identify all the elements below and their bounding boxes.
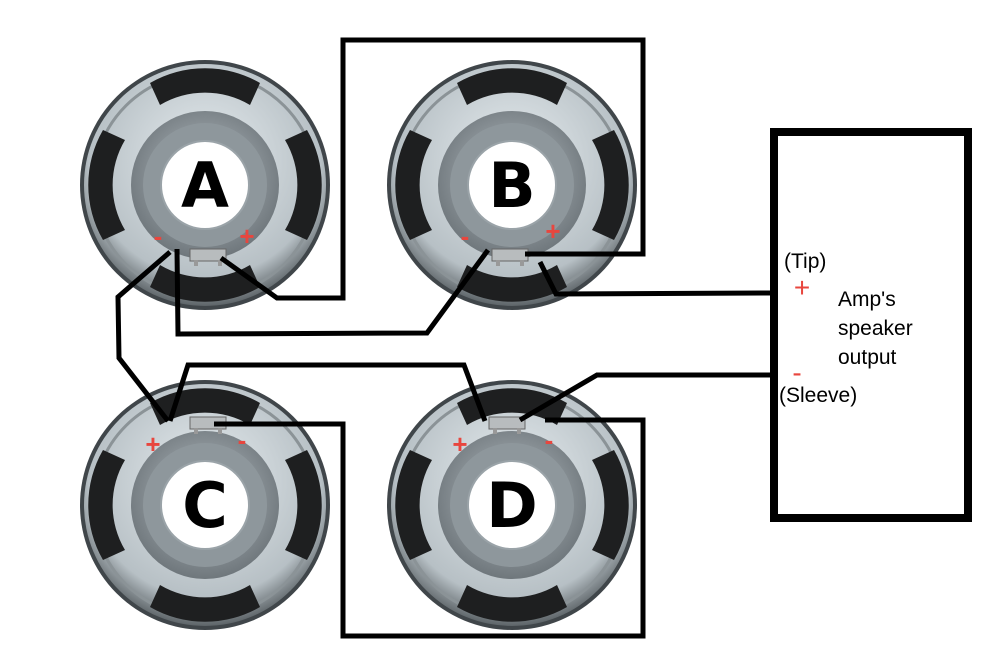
plus-sign: + [452, 429, 467, 459]
wire-a-minus-to-c-plus [115, 250, 172, 423]
speaker-label: D [486, 469, 537, 542]
wire-a-minus-to-b-minus [174, 248, 491, 337]
speaker-d: D + - [385, 378, 639, 632]
amp-plus-sign: + [794, 272, 810, 303]
speaker-label: A [181, 149, 229, 222]
wire-c-plus-to-d-plus [167, 362, 488, 422]
sleeve-label: (Sleeve) [779, 384, 857, 407]
speaker-a: A - + [78, 58, 332, 312]
speaker-c: C + - [78, 378, 332, 632]
plus-sign: + [145, 429, 160, 459]
wire-a-plus-to-b-plus [219, 37, 646, 301]
tip-label: (Tip) [784, 250, 826, 273]
speaker-label: C [182, 469, 228, 542]
amp-minus-sign: - [792, 357, 801, 388]
amp-speaker-output: (Tip) + Amp's speaker output - (Sleeve) [770, 128, 972, 522]
amp-title-line2: speaker [838, 317, 913, 340]
wire-d-minus-to-amp-sleeve [518, 372, 772, 423]
wire-c-minus-to-d-minus [214, 417, 646, 639]
minus-sign: - [154, 221, 163, 251]
plus-sign: + [545, 216, 560, 246]
amp-box [770, 128, 972, 522]
amp-title-line3: output [838, 346, 897, 369]
minus-sign: - [461, 221, 470, 251]
minus-sign: - [545, 425, 554, 455]
wire-b-plus-to-amp-tip [537, 260, 773, 297]
plus-sign: + [239, 221, 254, 251]
speaker-b: B - + [385, 58, 639, 312]
minus-sign: - [238, 425, 247, 455]
amp-title-line1: Amp's [838, 288, 896, 311]
speaker-label: B [488, 149, 535, 222]
